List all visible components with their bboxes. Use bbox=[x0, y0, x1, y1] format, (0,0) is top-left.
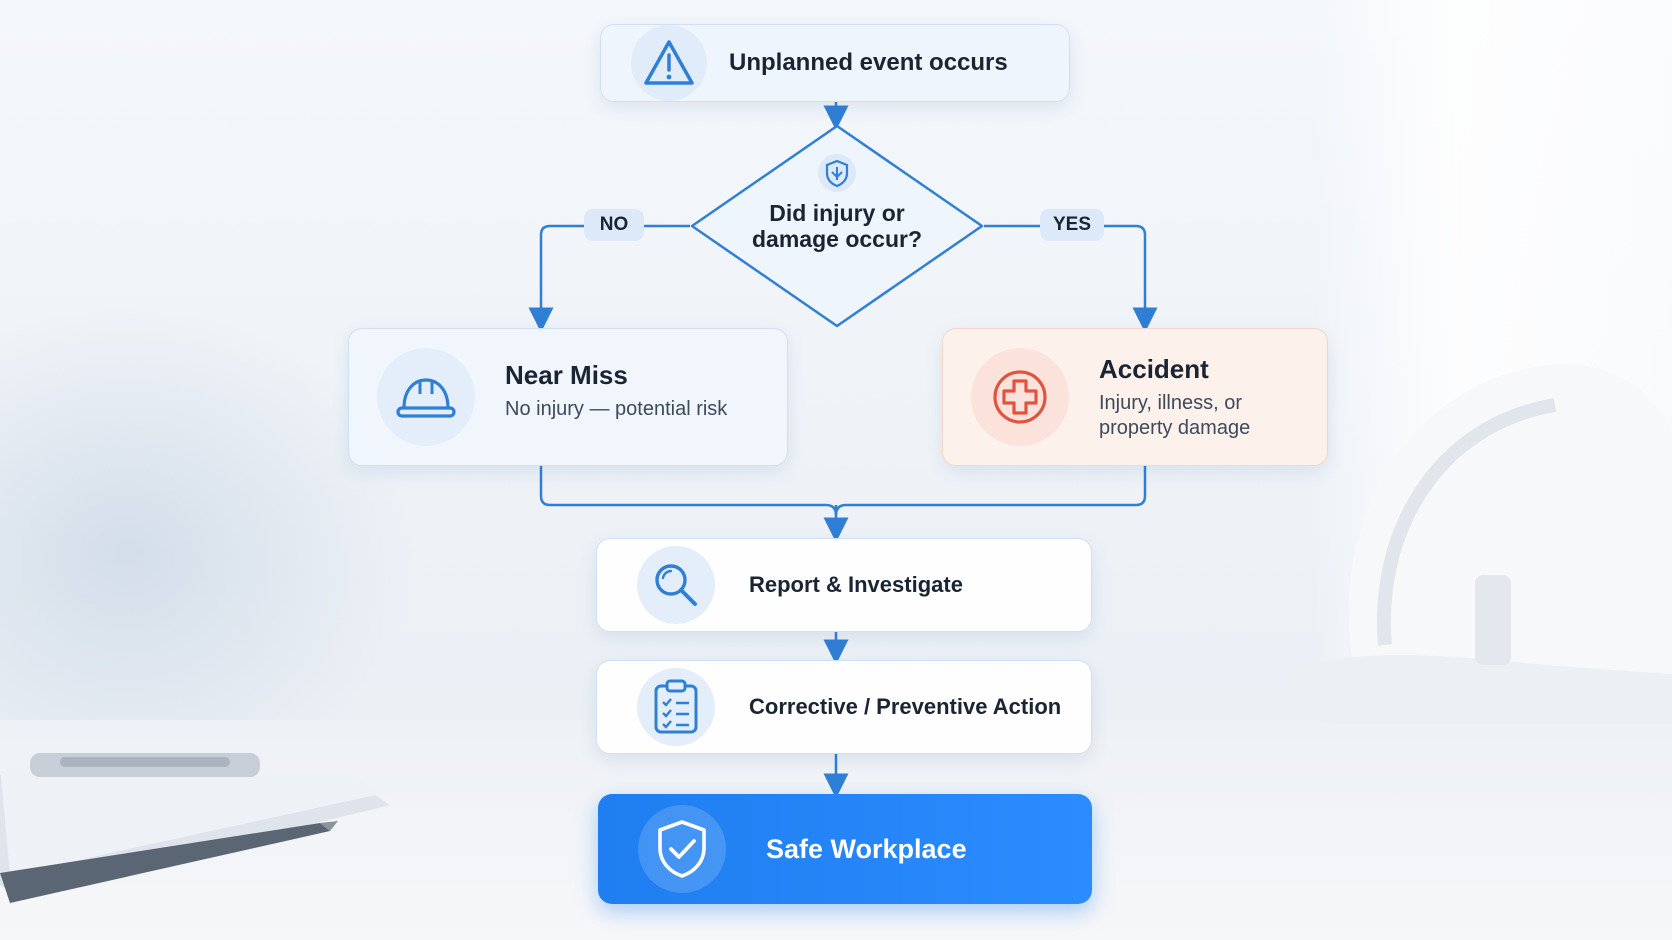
hard-hat-icon bbox=[377, 348, 475, 446]
accident-subtitle-line-2: property damage bbox=[1099, 416, 1251, 439]
clipboard-checklist-icon bbox=[637, 668, 715, 746]
background-hard-hat bbox=[1285, 364, 1672, 725]
magnifier-icon bbox=[637, 546, 715, 624]
corrective-label: Corrective / Preventive Action bbox=[749, 694, 1062, 719]
shield-icon bbox=[818, 154, 856, 192]
corrective-action-node: Corrective / Preventive Action bbox=[596, 660, 1092, 754]
branch-no-label: NO bbox=[584, 209, 644, 241]
decision-line-2: damage occur? bbox=[752, 226, 922, 252]
near-miss-card: Near Miss No injury — potential risk bbox=[348, 328, 788, 466]
background-clipboard-pen bbox=[0, 753, 390, 903]
branch-yes-label: YES bbox=[1040, 209, 1104, 241]
start-label: Unplanned event occurs bbox=[729, 49, 1008, 76]
near-miss-title: Near Miss bbox=[505, 360, 628, 390]
decision-line-1: Did injury or bbox=[769, 200, 905, 226]
medical-cross-icon bbox=[971, 348, 1069, 446]
accident-subtitle-line-1: Injury, illness, or bbox=[1099, 391, 1243, 414]
decision-question: Did injury or damage occur? bbox=[690, 200, 984, 252]
start-node: Unplanned event occurs bbox=[600, 24, 1070, 102]
accident-subtitle: Injury, illness, or property damage bbox=[1099, 391, 1250, 441]
decision-diamond bbox=[690, 124, 984, 328]
accident-card: Accident Injury, illness, or property da… bbox=[942, 328, 1328, 466]
report-investigate-node: Report & Investigate bbox=[596, 538, 1092, 632]
safe-label: Safe Workplace bbox=[766, 833, 967, 864]
safe-workplace-node: Safe Workplace bbox=[598, 794, 1092, 904]
near-miss-subtitle: No injury — potential risk bbox=[505, 398, 728, 420]
warning-triangle-icon bbox=[631, 25, 707, 101]
report-label: Report & Investigate bbox=[749, 572, 963, 597]
accident-title: Accident bbox=[1099, 353, 1209, 384]
shield-check-icon bbox=[638, 805, 726, 893]
